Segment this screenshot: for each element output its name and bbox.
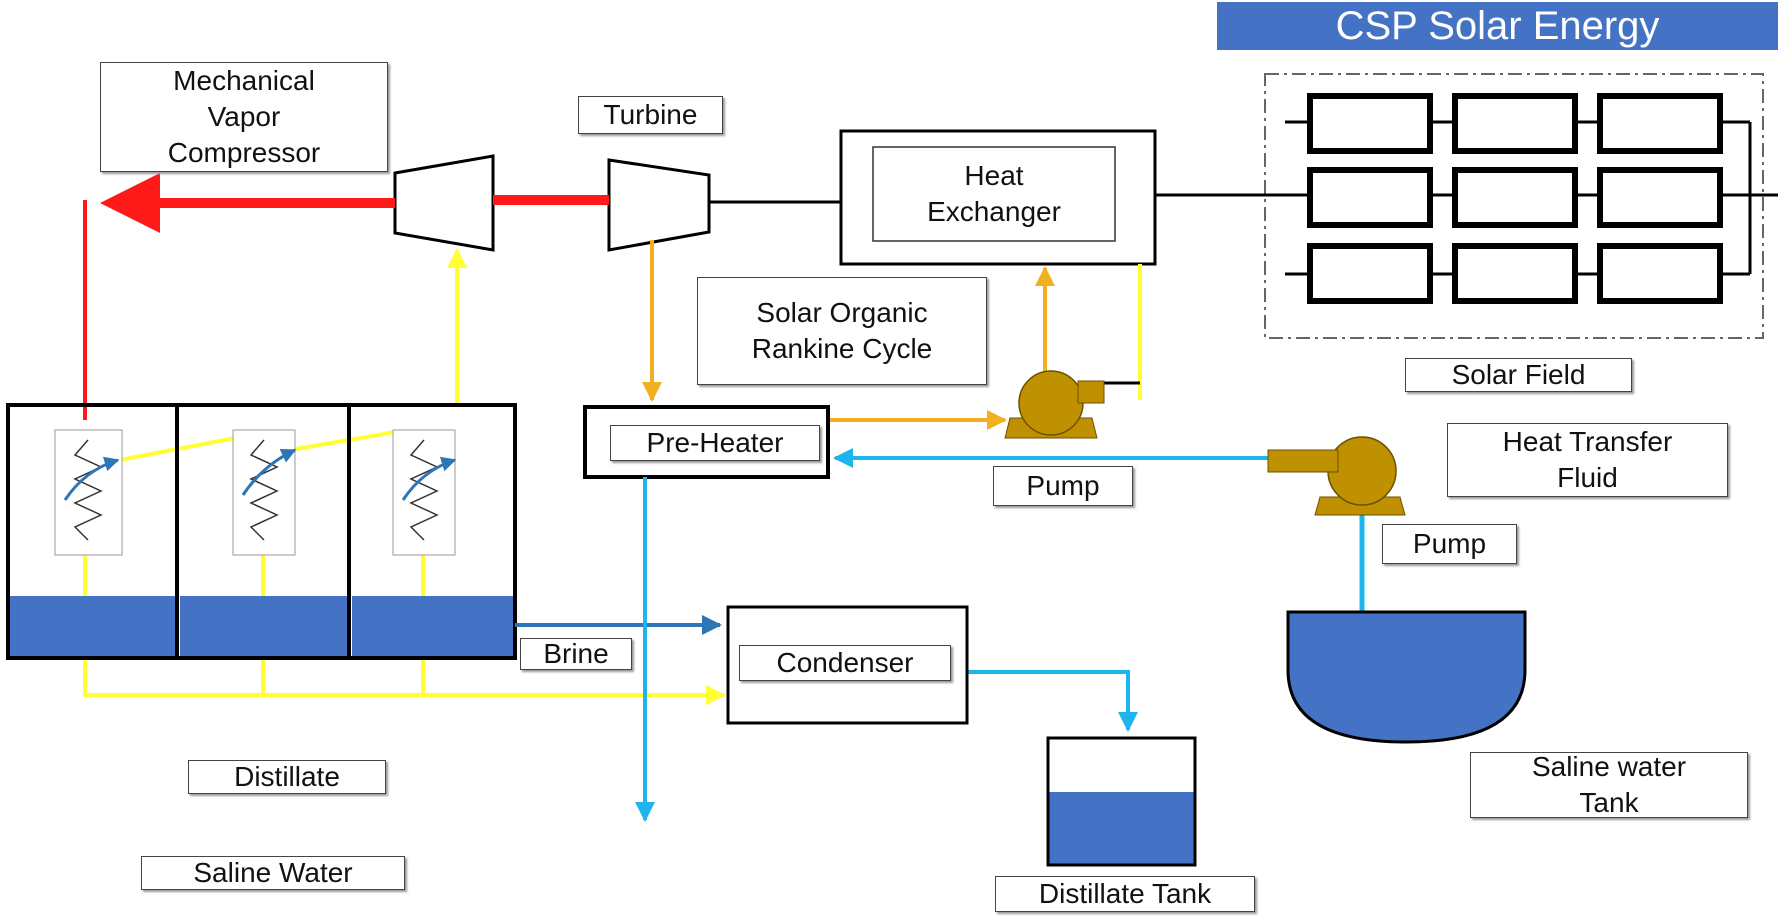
turbine-shape — [607, 158, 711, 252]
solar-collector — [1452, 93, 1578, 154]
heat-exchanger-label: Heat Exchanger — [876, 150, 1112, 238]
mvc-label: Mechanical Vapor Compressor — [100, 62, 388, 172]
compressor-shape — [393, 154, 495, 252]
solar-collector — [1597, 243, 1723, 304]
solar-collector — [1597, 93, 1723, 154]
solar-collector — [1307, 167, 1433, 228]
condenser-label: Condenser — [739, 645, 951, 681]
solar-collector — [1452, 243, 1578, 304]
solar-field — [1264, 73, 1778, 339]
distillate-tank-label: Distillate Tank — [995, 876, 1255, 912]
pump-icon — [1004, 370, 1105, 439]
solar-collector — [1307, 93, 1433, 154]
htf-label: Heat Transfer Fluid — [1447, 423, 1728, 497]
distillate-tank — [1046, 736, 1197, 867]
pump-label-center: Pump — [993, 466, 1133, 506]
diagram-title: CSP Solar Energy — [1217, 2, 1778, 50]
solar-collector — [1307, 243, 1433, 304]
saline-water-label: Saline Water — [141, 856, 405, 890]
brine-label: Brine — [520, 638, 632, 670]
pump-label-right: Pump — [1382, 524, 1517, 564]
pump-icon — [1267, 436, 1406, 516]
solar-collector — [1597, 167, 1723, 228]
solar-collector — [1452, 167, 1578, 228]
orc-label: Solar Organic Rankine Cycle — [697, 277, 987, 385]
evaporator-effects — [6, 403, 517, 660]
saline-water-tank — [1286, 610, 1527, 744]
distillate-label: Distillate — [188, 760, 386, 794]
solar-field-label: Solar Field — [1405, 358, 1632, 392]
water-line-condenser-to-tank — [965, 670, 1138, 732]
turbine-label: Turbine — [578, 96, 723, 134]
saline-tank-label: Saline water Tank — [1470, 751, 1748, 818]
pre-heater-label: Pre-Heater — [610, 425, 820, 461]
